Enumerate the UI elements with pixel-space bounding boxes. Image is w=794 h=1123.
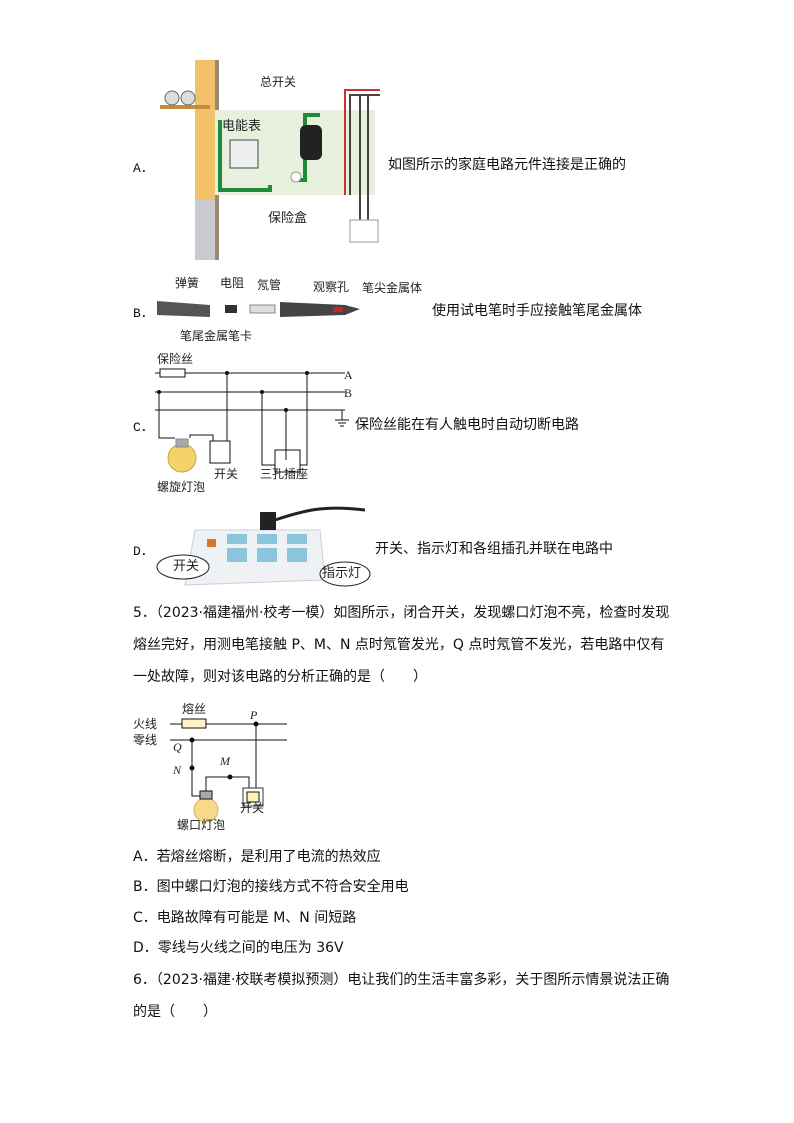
label-window: 观察孔 bbox=[313, 280, 350, 294]
option-d-text: 开关、指示灯和各组插孔并联在电路中 bbox=[375, 541, 613, 557]
label-q5-bulb: 螺口灯泡 bbox=[177, 818, 226, 832]
q5-option-a[interactable]: A．若熔丝熔断，是利用了电流的热效应 bbox=[133, 848, 381, 866]
label-q5-fuse: 熔丝 bbox=[182, 702, 207, 716]
label-point-m: M bbox=[220, 754, 230, 768]
label-main-switch: 总开关 bbox=[260, 75, 297, 89]
option-label: B． bbox=[133, 879, 157, 895]
label-point-q: Q bbox=[173, 740, 182, 754]
label-fuse-box: 保险盒 bbox=[268, 211, 308, 226]
label-q5-switch: 开关 bbox=[240, 801, 265, 815]
power-strip-figure bbox=[156, 506, 371, 587]
option-a-label: A． bbox=[133, 161, 154, 176]
label-clip: 笔尾金属笔卡 bbox=[180, 329, 253, 343]
option-c-label: C． bbox=[133, 420, 154, 435]
test-pen-figure bbox=[157, 301, 360, 317]
q5-option-c[interactable]: C．电路故障有可能是 M、N 间短路 bbox=[133, 909, 356, 927]
label-meter: 电能表 bbox=[222, 119, 262, 134]
label-point-n: N bbox=[173, 763, 182, 777]
label-switch: 开关 bbox=[214, 467, 239, 481]
option-text: 图中螺口灯泡的接线方式不符合安全用电 bbox=[156, 879, 409, 895]
label-strip-switch: 开关 bbox=[173, 559, 200, 574]
option-text: 若熔丝熔断，是利用了电流的热效应 bbox=[156, 849, 381, 865]
label-point-p: P bbox=[250, 708, 258, 722]
option-label: C． bbox=[133, 910, 157, 926]
option-label: A． bbox=[133, 849, 157, 865]
option-text: 零线与火线之间的电压为 36V bbox=[157, 940, 344, 956]
q5-line-2: 熔丝完好，用测电笔接触 P、M、N 点时氖管发光，Q 点时氖管不发光，若电路中仅… bbox=[133, 637, 665, 653]
option-b-label: B． bbox=[133, 306, 154, 321]
label-neutral-wire: 零线 bbox=[133, 733, 158, 747]
label-live-wire: 火线 bbox=[133, 717, 158, 731]
q5-line-1: 5．（2023·福建福州·校考一模）如图所示，闭合开关，发现螺口灯泡不亮，检查时… bbox=[133, 605, 670, 621]
label-line-a: A bbox=[344, 368, 353, 382]
label-line-b: B bbox=[344, 386, 353, 400]
label-bulb: 螺旋灯泡 bbox=[157, 480, 206, 494]
household-circuit-figure bbox=[160, 60, 380, 260]
option-text: 电路故障有可能是 M、N 间短路 bbox=[156, 910, 357, 926]
q6-line-2: 的是（ ） bbox=[133, 1004, 217, 1020]
label-fuse: 保险丝 bbox=[157, 352, 194, 366]
option-b-text: 使用试电笔时手应接触笔尾金属体 bbox=[432, 303, 642, 319]
option-d-label: D． bbox=[133, 544, 154, 559]
option-a-text: 如图所示的家庭电路元件连接是正确的 bbox=[388, 157, 626, 173]
q5-option-d[interactable]: D．零线与火线之间的电压为 36V bbox=[133, 939, 344, 957]
q5-option-b[interactable]: B．图中螺口灯泡的接线方式不符合安全用电 bbox=[133, 878, 409, 896]
label-neon: 氖管 bbox=[257, 278, 282, 292]
home-wiring-circuit bbox=[155, 368, 349, 473]
label-indicator: 指示灯 bbox=[322, 566, 362, 581]
option-c-text: 保险丝能在有人触电时自动切断电路 bbox=[355, 417, 579, 433]
label-resistor: 电阻 bbox=[220, 276, 245, 290]
q6-line-1: 6．（2023·福建·校联考模拟预测）电让我们的生活丰富多彩，关于图所示情景说法… bbox=[133, 972, 670, 988]
q5-circuit-figure bbox=[170, 718, 287, 823]
label-socket: 三孔插座 bbox=[260, 467, 309, 481]
option-label: D． bbox=[133, 940, 158, 956]
label-tip: 笔尖金属体 bbox=[362, 281, 423, 295]
q5-line-3: 一处故障，则对该电路的分析正确的是（ ） bbox=[133, 669, 427, 685]
label-spring: 弹簧 bbox=[175, 276, 200, 290]
